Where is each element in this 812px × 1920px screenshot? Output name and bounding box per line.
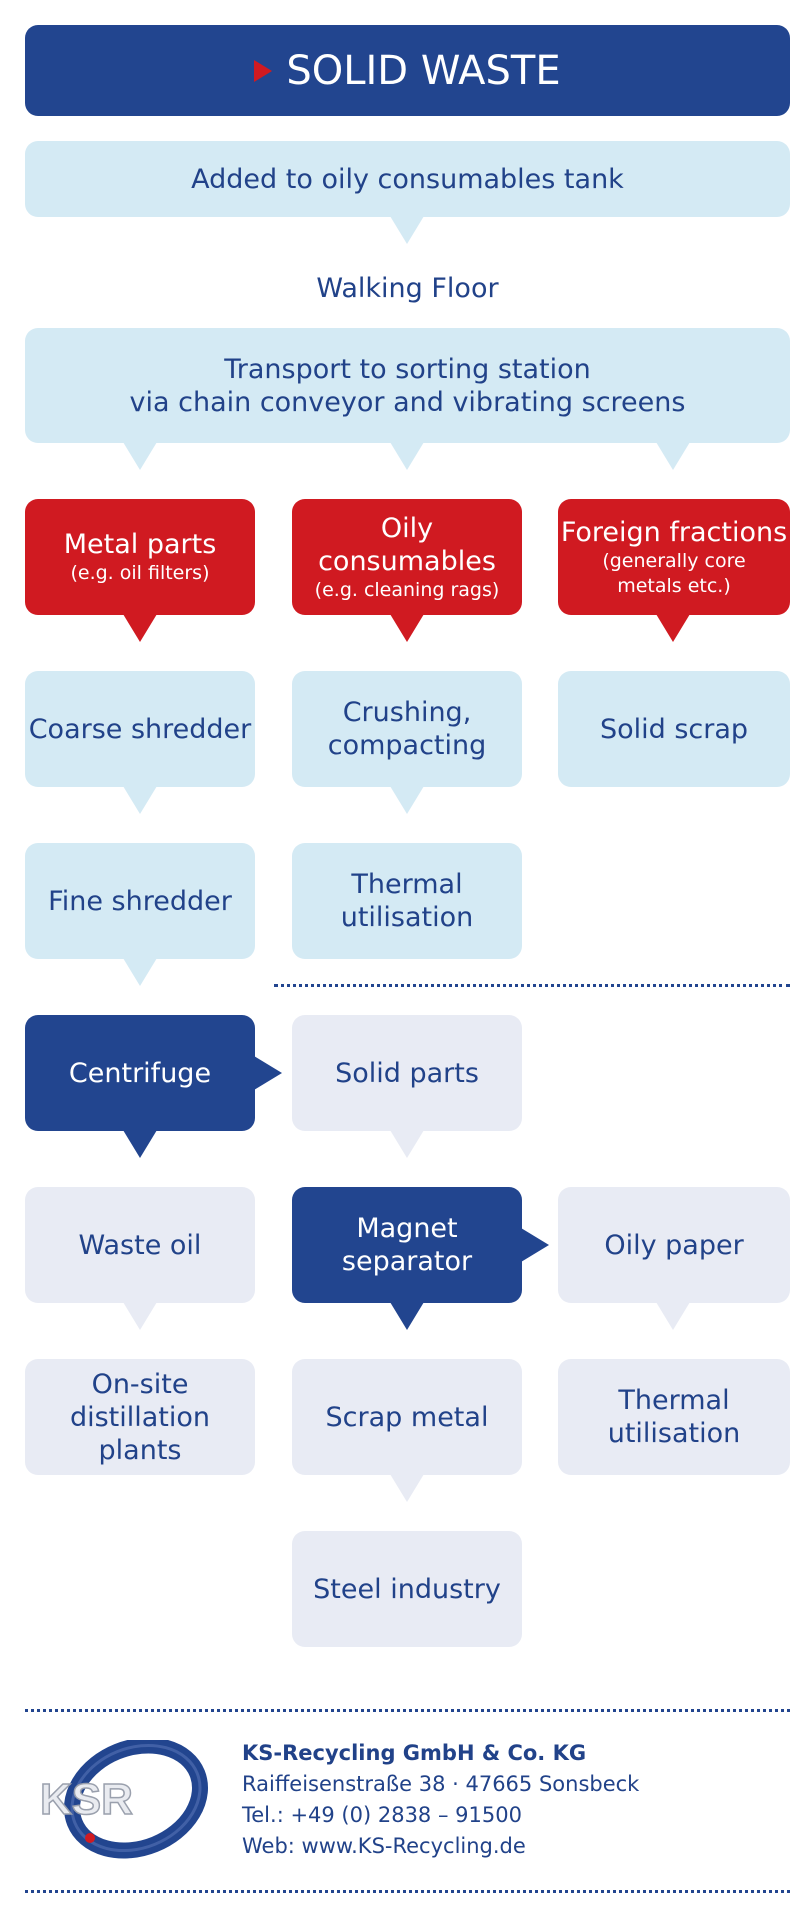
- logo-text: KSR: [40, 1775, 133, 1824]
- company-phone: Tel.: +49 (0) 2838 – 91500: [242, 1803, 522, 1827]
- arrow-down-icon: [123, 1302, 157, 1330]
- step-magnet-separator: Magnet separator: [292, 1187, 522, 1303]
- category-subtitle-1: (generally core: [602, 549, 746, 572]
- steel-industry-label: Steel industry: [313, 1573, 501, 1605]
- arrow-down-icon: [390, 1130, 424, 1158]
- coarse-shredder-label: Coarse shredder: [28, 713, 252, 745]
- dotted-divider: [274, 984, 790, 987]
- fine-shredder-label: Fine shredder: [48, 885, 232, 917]
- arrow-down-icon: [656, 614, 690, 642]
- onsite-line-2: distillation plants: [69, 1401, 211, 1466]
- arrow-down-icon: [390, 216, 424, 244]
- magnet-line-2: separator: [341, 1246, 473, 1277]
- transport-line-1: Transport to sorting station: [224, 353, 591, 385]
- scrap-metal-label: Scrap metal: [325, 1401, 489, 1433]
- crushing-line-2: compacting: [327, 730, 487, 761]
- footer-divider-top: [25, 1709, 790, 1712]
- waste-oil-label: Waste oil: [78, 1229, 202, 1261]
- step-transport: Transport to sorting station via chain c…: [25, 328, 790, 443]
- arrow-down-icon: [123, 786, 157, 814]
- step-oily-paper: Oily paper: [558, 1187, 790, 1303]
- category-subtitle: (e.g. cleaning rags): [314, 578, 500, 601]
- company-name: KS-Recycling GmbH & Co. KG: [242, 1741, 587, 1765]
- arrow-down-icon: [656, 442, 690, 470]
- step-solid-scrap: Solid scrap: [558, 671, 790, 787]
- category-subtitle-2: metals etc.): [617, 574, 731, 597]
- category-title: Metal parts: [63, 529, 217, 560]
- walking-floor-label: Walking Floor: [316, 273, 499, 304]
- step-steel-industry: Steel industry: [292, 1531, 522, 1647]
- magnet-line-1: Magnet: [356, 1213, 458, 1244]
- arrow-right-icon: [521, 1228, 549, 1262]
- step-waste-oil: Waste oil: [25, 1187, 255, 1303]
- step-onsite-distillation: On-site distillation plants: [25, 1359, 255, 1475]
- company-address: Raiffeisenstraße 38 · 47665 Sonsbeck: [242, 1772, 640, 1796]
- step-scrap-metal: Scrap metal: [292, 1359, 522, 1475]
- solid-parts-label: Solid parts: [335, 1057, 479, 1089]
- category-title: Foreign fractions: [560, 516, 788, 548]
- solid-scrap-label: Solid scrap: [599, 713, 749, 745]
- step-fine-shredder: Fine shredder: [25, 843, 255, 959]
- arrow-down-icon: [123, 442, 157, 470]
- step-coarse-shredder: Coarse shredder: [25, 671, 255, 787]
- step-added-label: Added to oily consumables tank: [191, 163, 624, 195]
- arrow-down-icon: [390, 1474, 424, 1502]
- thermal-line-1: Thermal: [351, 869, 463, 900]
- arrow-right-icon: [254, 1056, 282, 1090]
- arrow-down-icon: [390, 614, 424, 642]
- arrow-down-icon: [390, 442, 424, 470]
- thermal-b-line-2: utilisation: [607, 1418, 741, 1449]
- step-centrifuge: Centrifuge: [25, 1015, 255, 1131]
- step-thermal-utilisation: Thermal utilisation: [292, 843, 522, 959]
- thermal-line-2: utilisation: [340, 902, 474, 933]
- transport-line-2: via chain conveyor and vibrating screens: [129, 386, 686, 418]
- step-added-to-tank: Added to oily consumables tank: [25, 141, 790, 217]
- centrifuge-label: Centrifuge: [68, 1057, 212, 1089]
- page-header: SOLID WASTE: [25, 25, 790, 116]
- step-crushing-compacting: Crushing, compacting: [292, 671, 522, 787]
- arrow-down-icon: [123, 958, 157, 986]
- arrow-down-icon: [390, 1302, 424, 1330]
- category-foreign-fractions: Foreign fractions (generally core metals…: [558, 499, 790, 615]
- category-title: Oily consumables: [318, 512, 496, 577]
- arrow-down-icon: [123, 614, 157, 642]
- footer-divider-bottom: [25, 1890, 790, 1893]
- arrow-down-icon: [656, 1302, 690, 1330]
- crushing-line-1: Crushing,: [342, 697, 472, 728]
- arrow-down-icon: [123, 1130, 157, 1158]
- onsite-line-1: On-site: [91, 1368, 189, 1400]
- step-solid-parts: Solid parts: [292, 1015, 522, 1131]
- step-thermal-utilisation-2: Thermal utilisation: [558, 1359, 790, 1475]
- page-title: SOLID WASTE: [286, 47, 561, 94]
- play-triangle-icon: [254, 59, 273, 82]
- category-subtitle: (e.g. oil filters): [70, 562, 210, 584]
- oily-paper-label: Oily paper: [604, 1229, 744, 1261]
- category-oily-consumables: Oily consumables (e.g. cleaning rags): [292, 499, 522, 615]
- thermal-b-line-1: Thermal: [618, 1385, 730, 1416]
- arrow-down-icon: [390, 786, 424, 814]
- company-web: Web: www.KS-Recycling.de: [242, 1834, 526, 1858]
- ksr-logo: KSR: [39, 1740, 208, 1859]
- category-metal-parts: Metal parts (e.g. oil filters): [25, 499, 255, 615]
